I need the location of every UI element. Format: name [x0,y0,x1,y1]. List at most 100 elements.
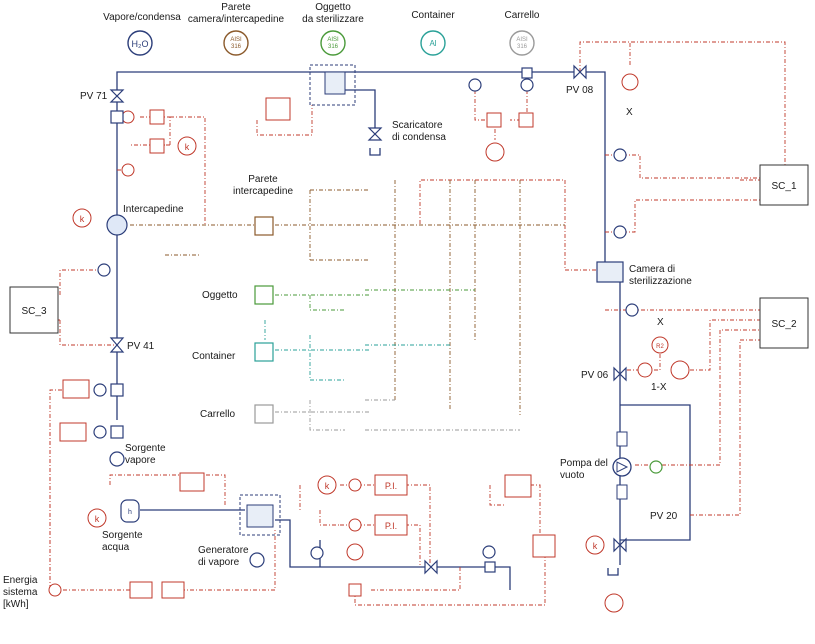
sensor-psi-icon [121,110,135,124]
carrello-label: Carrello [200,409,235,420]
legend-carrello-icon [509,30,535,56]
gain-block-4 [161,581,185,599]
pi-block-1 [374,474,408,496]
svg-text:316: 316 [517,44,528,50]
container-label: Container [192,351,236,362]
camera-icon [596,261,624,283]
intercapedine-label: Intercapedine [123,204,184,215]
legend-label-container: Container [411,10,455,21]
sc2-box [759,297,809,349]
gain-block-3 [129,581,153,599]
k-block-6 [87,508,107,528]
trap-tank-frame [309,64,356,106]
k-block-1 [177,136,197,156]
svg-text:316: 316 [231,44,242,50]
thermal-network [130,180,565,431]
pipe-node-2 [110,383,124,397]
sensor-m3-icon [482,545,496,559]
pump-arrow [616,461,629,473]
control-blocks: k P.I. P.I. k k k k R2 [48,73,690,613]
pv71-label: PV 71 [80,91,108,102]
sc3-box [9,286,59,334]
mult-block-4 [518,112,534,128]
valve-pv71 [109,89,125,103]
legend-label-parete-2: camera/intercapedine [188,14,285,25]
sorgente-acqua-label-2: acqua [102,542,130,553]
sc2-label: SC_2 [771,319,796,330]
legend-label-oggetto-2: da sterilizzare [302,14,364,25]
carrello-node [254,404,274,424]
container-node [254,342,274,362]
hysteresis-block-1 [265,97,291,121]
sensor-p6-icon [310,546,324,560]
mult-block-3 [486,112,502,128]
mult-block-2 [149,138,165,154]
legend-vapore-symbol: H₂O [132,39,149,49]
pump-speed-icon [649,460,663,474]
r2-block-top [621,73,639,91]
k-block-7 [585,535,605,555]
gain-block-2 [59,422,87,442]
labels: PV 71 PV 08 PV 41 PV 06 PV 20 X X 1-X Sc… [3,85,692,610]
intercapedine-icon [106,214,128,236]
valve-pv20 [613,537,627,553]
svg-text:k: k [95,514,100,524]
sorgente-acqua-label-1: Sorgente [102,530,143,541]
legend-vapore-icon [127,30,153,56]
sorgente-vapore-label-1: Sorgente [125,443,166,454]
pv08-label: PV 08 [566,85,594,96]
mult-circle-3 [637,362,653,378]
scaricatore-label-1: Scaricatore [392,120,443,131]
energia-label-2: sistema [3,587,38,598]
mult-circle-1 [348,478,362,492]
generatore-label-2: di vapore [198,557,240,568]
parete-label-2: intercapedine [233,186,293,197]
legend-oggetto-icon [320,30,346,56]
mult-circle-2 [348,518,362,532]
energy-mult [48,583,62,597]
pi-block-2 [374,514,408,536]
sensors [93,67,639,573]
svg-text:P.I.: P.I. [385,521,397,531]
pv06-label: PV 06 [581,370,609,381]
legend-container-symbol: Al [429,39,436,48]
svg-text:R2: R2 [656,344,664,350]
gain-block-1 [62,379,90,399]
legend-label-oggetto-1: Oggetto [315,2,351,13]
svg-text:k: k [593,541,598,551]
x-top-label: X [626,107,633,118]
svg-text:k: k [185,142,190,152]
valve-pv08 [573,64,587,80]
generator-heater-icon [249,552,265,568]
k-block-9 [604,593,624,613]
generatore-label-1: Generatore [198,545,249,556]
sc1-label: SC_1 [771,181,796,192]
parete-label-1: Parete [248,174,278,185]
energia-label-1: Energia [3,575,38,586]
camera-label-1: Camera di [629,264,675,275]
k-block-3 [317,475,337,495]
sorgente-vapore-icon [109,451,125,467]
legend-label-carrello: Carrello [504,10,539,21]
valve-trap [367,127,383,156]
k-block-5 [72,208,92,228]
sensor-m2-icon [93,425,107,439]
legend: Vapore/condensa H₂O Parete camera/interc… [103,2,540,56]
svg-text:k: k [325,481,330,491]
hysteresis-block-3 [532,534,556,558]
pompa-label-2: vuoto [560,470,585,481]
equipment: h [106,64,663,576]
sensor-psi2-icon [520,78,534,92]
svg-text:AISI: AISI [327,37,339,43]
pompa-label-1: Pompa del [560,458,608,469]
sc1-box [759,164,809,206]
sensor-p2-icon [468,78,482,92]
controllers: SC_1 SC_2 SC_3 [9,164,809,349]
svg-text:316: 316 [328,44,339,50]
sensor-p-icon [121,163,135,177]
trap-tank [324,71,346,95]
k-block-2 [485,142,505,162]
oggetto-label: Oggetto [202,290,238,301]
pump-inlet [616,431,628,447]
